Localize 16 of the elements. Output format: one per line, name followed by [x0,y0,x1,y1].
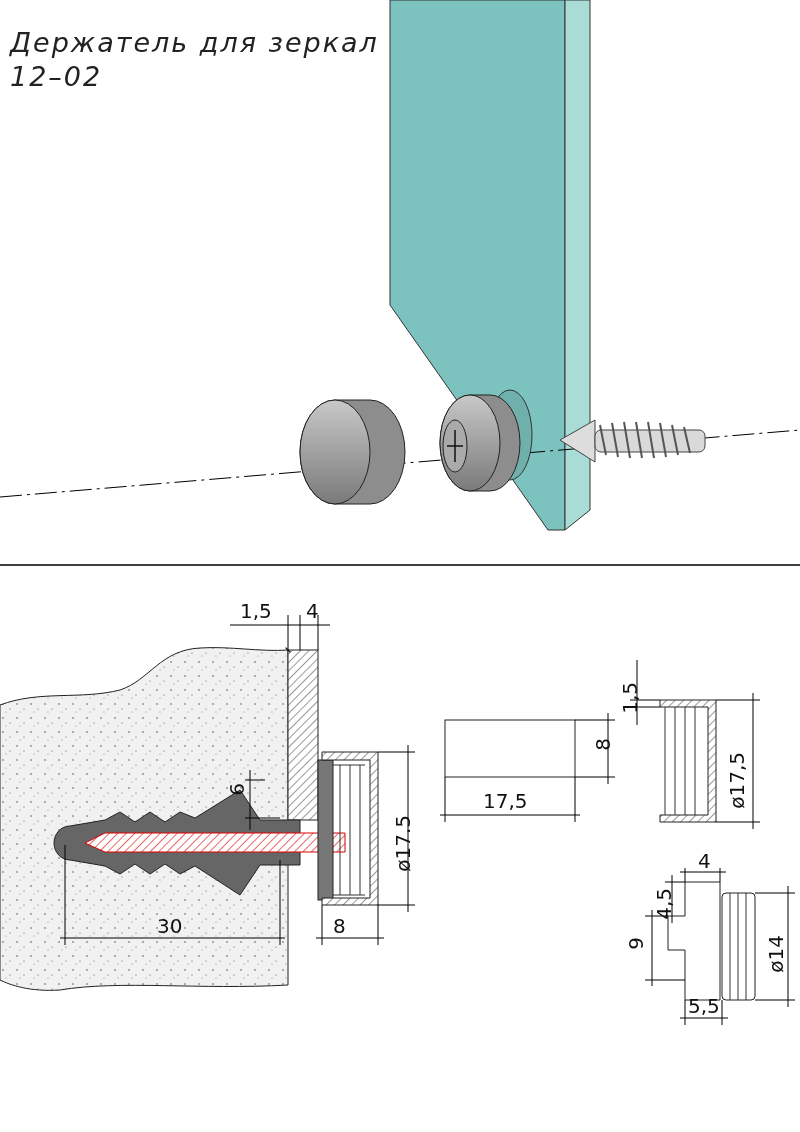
dimension-label: ø17.5 [392,815,414,872]
drawing-title: Держатель для зеркал 12–02 [10,26,380,94]
dimension-label: 4,5 [653,888,675,920]
dimension-label: 5,5 [688,995,720,1017]
dimension-label: ø14 [765,935,787,973]
dimension-label: 8 [592,738,614,751]
dimension-label: 9 [625,937,647,950]
dimension-label: 4 [698,850,711,872]
dimension-label: 30 [157,915,183,937]
dimension-label: 17,5 [483,790,528,812]
dimension-label: 1,5 [619,682,641,714]
dimension-label: 8 [333,915,346,937]
dimension-label: ø17,5 [726,752,748,809]
dimension-label: 1,5 [240,600,272,622]
dimension-label: 4 [306,600,319,622]
dimension-label: 6 [226,783,248,796]
